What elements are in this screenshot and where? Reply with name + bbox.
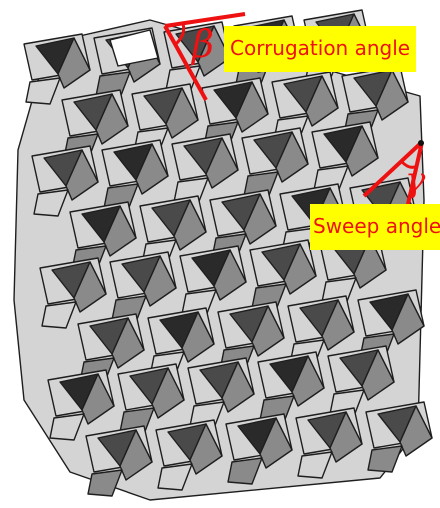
plate-mid [329,411,363,463]
plate-mid [205,137,239,189]
plate-mid [181,311,215,363]
plate-lower [33,189,69,217]
plate-mid [221,361,255,413]
plate-mid [283,243,317,295]
plate-mid [81,373,115,425]
plate-mid [375,69,409,121]
plate-lower [41,301,77,329]
plate-mid [73,261,107,313]
plate-lower [25,77,61,105]
plate-lower [49,413,85,441]
plate-mid [235,81,269,133]
sweep-vertex-dot [418,140,424,146]
sweep-angle-arc [400,160,418,169]
sweep-label: Sweep angle [313,214,440,238]
corrugation-label: Corrugation angle [230,36,411,60]
corrugation-angle-arc [174,23,186,46]
sweep-reference-line [362,140,424,198]
plate-mid [57,37,91,89]
plate-mid [95,93,129,145]
plate-mid [353,237,387,289]
plate-mid [143,255,177,307]
plate-lower [367,445,403,473]
plate-mid [305,75,339,127]
plate-mid [135,143,169,195]
plate-lower [227,457,263,485]
plate-mid [259,417,293,469]
plate-lower [87,469,123,497]
plate-mid [275,131,309,183]
plate-mid [251,305,285,357]
top-opening [109,29,159,67]
plate-mid [173,199,207,251]
plate-mid [345,125,379,177]
sweep-symbol: γ [405,160,426,200]
plate-mid [111,317,145,369]
plate-mid [65,149,99,201]
corrugated-structure [13,9,433,501]
sweep-label-box [310,204,440,250]
plate-mid [291,355,325,407]
corrugation-symbol: β [192,22,214,66]
plate-mid [321,299,355,351]
plate-lower [157,463,193,491]
plate-mid [243,193,277,245]
plate-mid [391,293,425,345]
plate-mid [119,429,153,481]
plate-mid [103,205,137,257]
plate-lower [297,451,333,479]
plate-mid [189,423,223,475]
corrugation-inclined-line [163,25,208,101]
plate-mid [213,249,247,301]
corrugation-reference-line [164,12,246,28]
plate-mid [165,87,199,139]
plate-mid [399,405,433,457]
corrugation-label-box [224,26,416,72]
plate-mid [361,349,395,401]
plate-mid [151,367,185,419]
